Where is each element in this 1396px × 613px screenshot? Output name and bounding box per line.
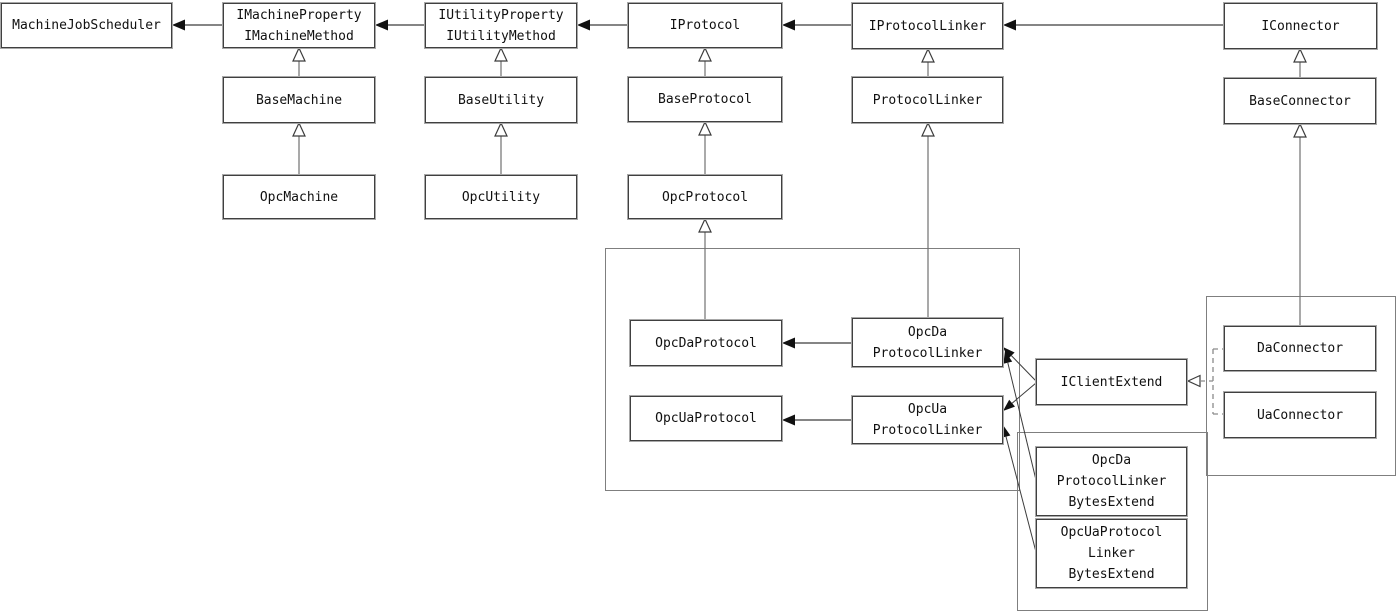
edge-protocollinker-to-iprotocollinker — [921, 47, 935, 77]
class-label: ProtocolLinker — [872, 92, 983, 108]
class-box-opcuaprotocollinker: OpcUa ProtocolLinker — [851, 395, 1004, 445]
class-label: BytesExtend — [1068, 567, 1155, 582]
edge-opcmachine-to-basemachine — [292, 121, 306, 175]
class-label: OpcMachine — [259, 189, 339, 205]
class-label: OpcUaProtocol — [655, 411, 757, 426]
class-box-iprotocol: IProtocol — [627, 2, 783, 49]
class-label: IUtilityMethod — [446, 28, 556, 44]
class-label: DaConnector — [1256, 341, 1344, 356]
class-box-daconnector: DaConnector — [1223, 325, 1377, 372]
class-box-iclientextend: IClientExtend — [1035, 358, 1188, 406]
class-label: UaConnector — [1256, 407, 1344, 423]
class-box-baseprotocol: BaseProtocol — [627, 76, 783, 123]
class-label: BaseConnector — [1249, 93, 1351, 109]
class-label: BaseProtocol — [658, 92, 752, 107]
class-label: IClientExtend — [1060, 374, 1163, 390]
class-label: BaseMachine — [255, 92, 343, 108]
class-label: OpcUa — [907, 402, 948, 417]
class-box-iconnector: IConnector — [1223, 2, 1378, 50]
class-box-iprotocollinker: IProtocolLinker — [851, 2, 1004, 50]
edge-basemachine-to-imachine — [292, 46, 306, 77]
class-box-opcutility: OpcUtility — [424, 174, 578, 220]
class-label: OpcProtocol — [661, 189, 749, 205]
class-label: OpcUtility — [461, 189, 541, 205]
class-box-opcdaprotocollinkerbytesextend: OpcDa ProtocolLinker BytesExtend — [1035, 446, 1188, 517]
edge-opcprotocol-to-baseprotocol — [698, 120, 712, 175]
class-box-basemachine: BaseMachine — [222, 76, 376, 124]
class-label: IConnector — [1261, 18, 1340, 34]
class-label: MachineJobScheduler — [12, 18, 161, 33]
class-label: IProtocol — [669, 18, 741, 33]
class-box-machinejobscheduler: MachineJobScheduler — [0, 2, 173, 49]
class-box-opcdaprotocollinker: OpcDa ProtocolLinker — [851, 317, 1004, 368]
class-box-protocollinker: ProtocolLinker — [851, 76, 1004, 124]
class-box-baseutility: BaseUtility — [424, 76, 578, 124]
class-label: IMachineProperty — [236, 7, 362, 23]
edge-imachine-to-machinejobscheduler — [172, 19, 223, 31]
edge-iconnector-to-iprotocollinker — [1003, 19, 1224, 31]
class-label: Linker — [1088, 546, 1135, 561]
class-label: IProtocolLinker — [868, 18, 987, 34]
class-box-opcdaprotocol: OpcDaProtocol — [629, 319, 783, 367]
protocol-group-container — [605, 248, 1020, 491]
class-box-iutilityproperty-iutilitymethod: IUtilityProperty IUtilityMethod — [424, 2, 578, 49]
edge-iprotocol-to-iutility — [577, 19, 628, 31]
class-label: ProtocolLinker — [1056, 474, 1167, 489]
class-label: IMachineMethod — [244, 28, 354, 44]
class-label: BytesExtend — [1068, 495, 1155, 510]
class-label: BaseUtility — [457, 92, 545, 108]
class-label: OpcDa — [1091, 453, 1132, 468]
edge-opcutility-to-baseutility — [494, 121, 508, 175]
class-label: IUtilityProperty — [438, 7, 564, 23]
edge-baseconnector-to-iconnector — [1293, 47, 1307, 78]
class-box-opcuaprotocollinkerbytesextend: OpcUaProtocol Linker BytesExtend — [1035, 518, 1188, 589]
class-label: OpcUaProtocol — [1060, 525, 1163, 540]
class-box-uaconnector: UaConnector — [1223, 391, 1377, 439]
edge-iprotocollinker-to-iprotocol — [782, 19, 852, 31]
class-box-opcuaprotocol: OpcUaProtocol — [629, 395, 783, 442]
class-box-baseconnector: BaseConnector — [1223, 77, 1377, 125]
class-label: OpcDa — [907, 324, 948, 340]
edge-baseprotocol-to-iprotocol — [698, 46, 712, 77]
connector-group-container — [1206, 296, 1396, 476]
class-box-opcprotocol: OpcProtocol — [627, 174, 783, 220]
edge-iutility-to-imachine — [375, 19, 425, 31]
class-label: ProtocolLinker — [872, 345, 983, 361]
edge-baseutility-to-iutility — [494, 46, 508, 77]
class-label: ProtocolLinker — [872, 423, 983, 438]
class-box-opcmachine: OpcMachine — [222, 174, 376, 220]
class-box-imachineproperty-imachinemethod: IMachineProperty IMachineMethod — [222, 2, 376, 49]
class-label: OpcDaProtocol — [655, 335, 757, 351]
